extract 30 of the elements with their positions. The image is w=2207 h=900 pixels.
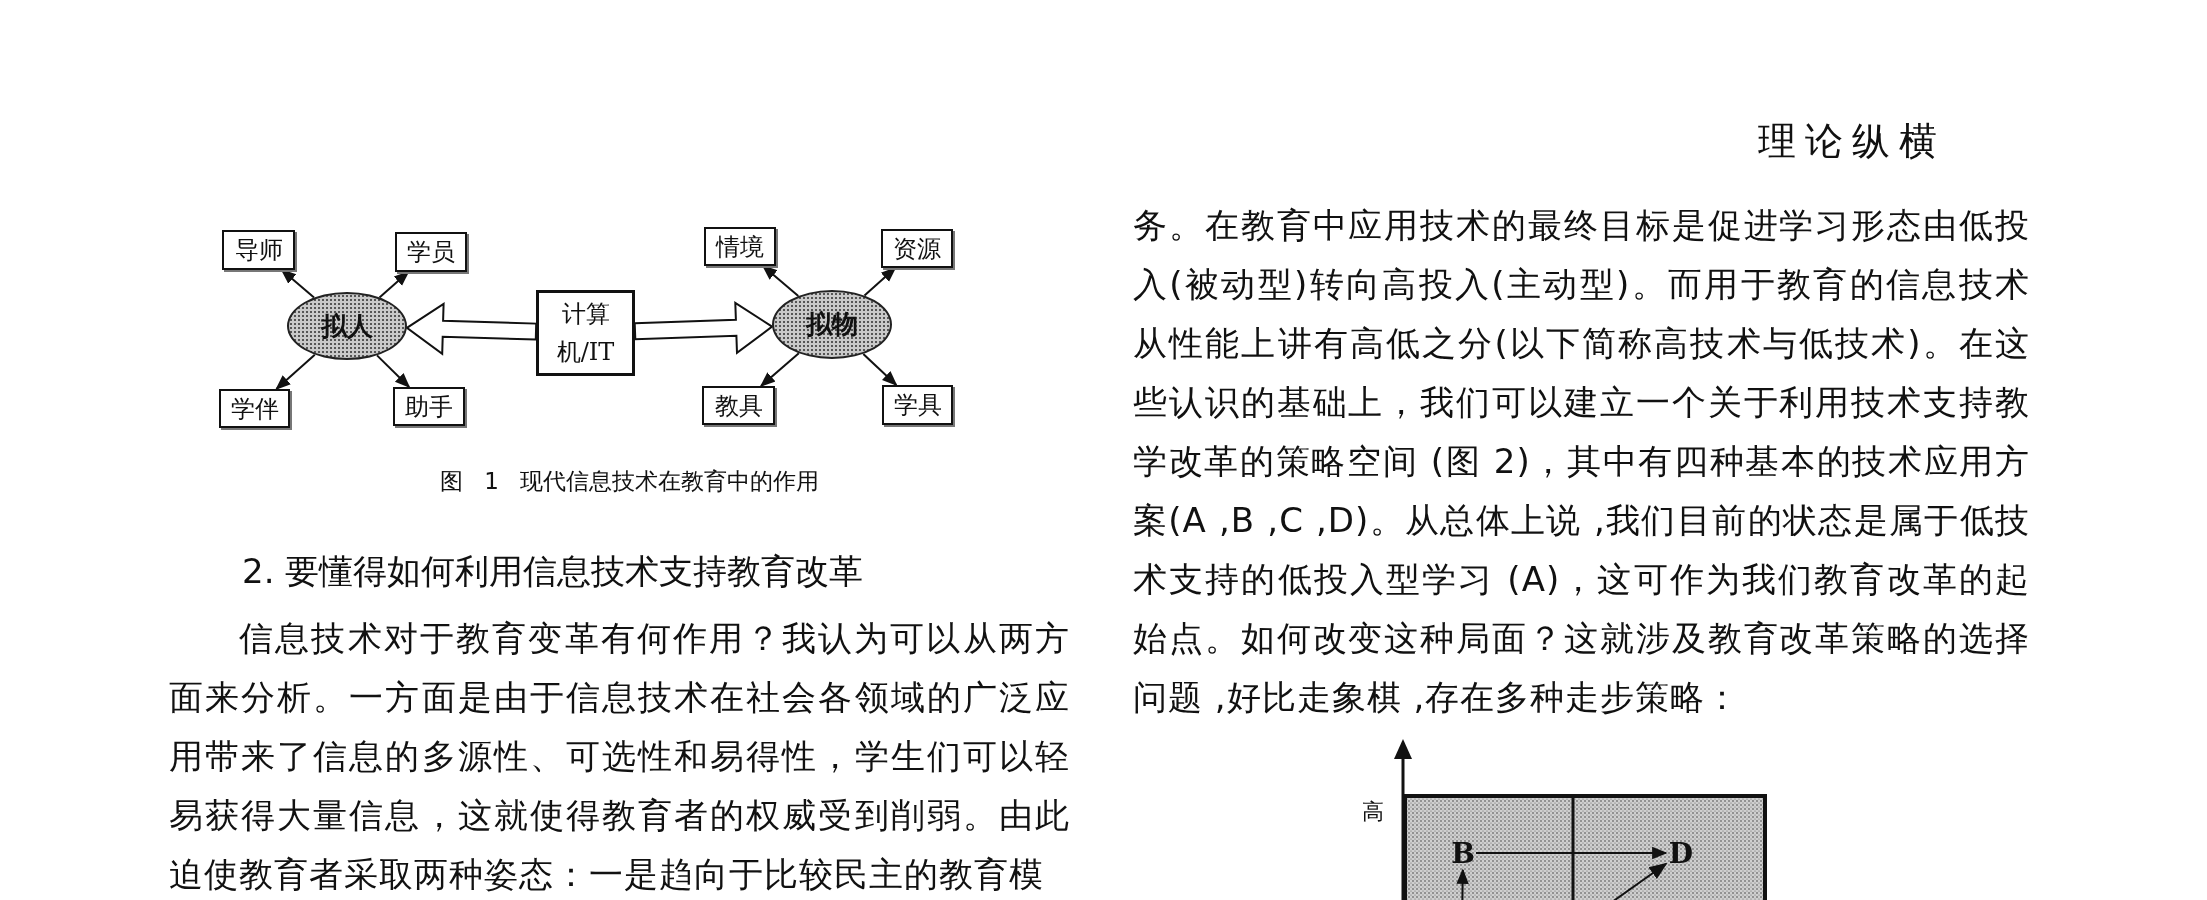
arrow xyxy=(761,265,800,297)
concept-ellipse: 拟物 xyxy=(772,290,892,359)
label-box: 助手 xyxy=(393,387,465,426)
label-box: 教具 xyxy=(702,386,775,425)
label-box: 资源 xyxy=(881,229,953,268)
hollow-arrow xyxy=(633,300,774,355)
arrow xyxy=(280,269,315,299)
arrow xyxy=(862,352,898,387)
process-box: 计算机/IT xyxy=(536,290,635,376)
label-box: 导师 xyxy=(222,230,295,270)
arrow xyxy=(759,352,800,387)
quadrant-letter: D xyxy=(1666,836,1696,870)
arrow xyxy=(275,353,316,391)
quadrant-letter: B xyxy=(1450,836,1476,870)
label-box: 学伴 xyxy=(219,389,290,428)
arrow xyxy=(1456,868,1469,900)
concept-ellipse: 拟人 xyxy=(287,292,407,360)
hollow-arrow xyxy=(405,301,538,356)
arrow xyxy=(376,354,411,389)
section-heading: 2. 要懂得如何利用信息技术支持教育改革 xyxy=(242,550,864,593)
label-box: 学具 xyxy=(882,385,953,425)
figure-caption: 图 1 现代信息技术在教育中的作用 xyxy=(440,467,820,496)
running-header: 理论纵横 xyxy=(1758,118,1946,165)
label-box: 学员 xyxy=(395,232,467,272)
arrow xyxy=(378,271,410,299)
arrow xyxy=(1475,846,1668,860)
axis-label: 高 xyxy=(1362,798,1384,826)
paragraph: 信息技术对于教育变革有何作用？我认为可以从两方面来分析。一方面是由于信息技术在社会各领域的广泛应用带来了信息的多源性、可选性和易得性，学生们可以轻易获得大量信息，这就使得教育者的权威受到削弱。由此迫使教育者采取两种姿态：一是趋向于比较民主的教育模 xyxy=(169,617,1070,896)
paragraph: 务。在教育中应用技术的最终目标是促进学习形态由低投入(被动型)转向高投入(主动型)。而用于教育的信息技术从性能上讲有高低之分(以下简称高技术与低技术)。在这些认识的基础上，我们可以建立一个关于利用技术支持教学改革的策略空间 (图 2)，其中有四种基本的技术应用方案(A ,B ,C ,D)。从总体上说 ,我们目前的状态是属于低技术支持的低投入型学习 (A)，这可作为我们教育改革的起始点。如何改变这种局面？这就涉及教育改革策略的选择问题 ,好比走象棋 ,存在多种走步策略： xyxy=(1133,204,2030,719)
label-box: 情境 xyxy=(704,227,776,266)
